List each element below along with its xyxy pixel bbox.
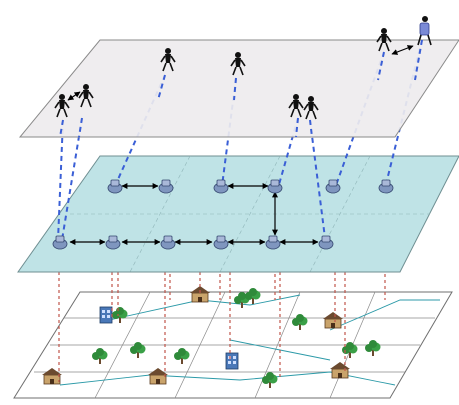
person-icon <box>417 16 432 46</box>
social-layer <box>18 16 459 138</box>
device-links <box>69 183 319 245</box>
device-network-layer <box>17 155 459 273</box>
physical-map-layer <box>13 285 453 399</box>
